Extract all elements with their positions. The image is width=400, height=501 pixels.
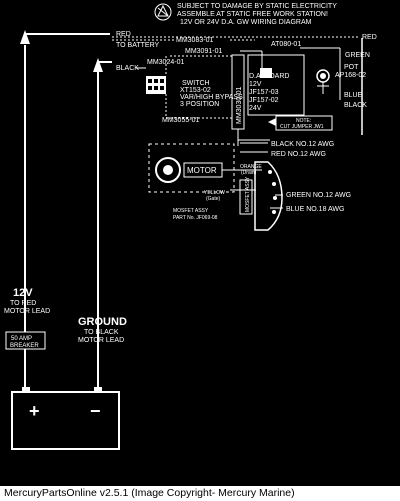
part-at080: AT080-01 bbox=[271, 41, 301, 48]
diagram-title: 12V OR 24V D.A. GW WIRING DIAGRAM bbox=[180, 19, 312, 26]
arrow-12v-up bbox=[20, 30, 30, 44]
label-mosfet-part: PART No. JF069-08 bbox=[173, 215, 218, 221]
battery-negative-icon: − bbox=[90, 401, 101, 421]
label-breaker: BREAKER bbox=[10, 343, 39, 349]
label-black-right: BLACK bbox=[344, 102, 367, 109]
label-mosfet-assy: MOSFET ASSY bbox=[173, 208, 209, 214]
label-12v: 12V bbox=[13, 287, 33, 299]
switch-block bbox=[146, 76, 166, 94]
label-orange-drain: (Drain) bbox=[241, 170, 257, 176]
label-mm3030: MM3030-01 bbox=[236, 87, 243, 124]
label-green-12awg: GREEN NO.12 AWG bbox=[286, 192, 351, 199]
static-warning-icon bbox=[154, 3, 172, 21]
label-pot: POT bbox=[344, 64, 359, 71]
switch-terminals bbox=[148, 79, 164, 90]
label-mosfet-vertical: MOSFET ASSY bbox=[245, 176, 251, 212]
battery-positive-icon: + bbox=[29, 401, 40, 421]
label-to-red: TO RED bbox=[10, 300, 36, 307]
label-black-motor-lead: MOTOR LEAD bbox=[78, 337, 124, 344]
label-da-24v: 24V bbox=[249, 105, 262, 112]
label-to-black: TO BLACK bbox=[84, 329, 119, 336]
label-pot-part: AP168-02 bbox=[335, 72, 366, 79]
label-da-jf157-02: JF157-02 bbox=[249, 97, 279, 104]
label-switch-part: XT153-02 bbox=[180, 87, 211, 94]
label-orange: ORANGE bbox=[240, 164, 262, 170]
breaker-box bbox=[5, 331, 46, 350]
label-switch-position: 3 POSITION bbox=[180, 101, 219, 108]
label-switch: SWITCH bbox=[182, 80, 210, 87]
label-red-right: RED bbox=[362, 34, 377, 41]
motor-harness-loop bbox=[148, 143, 235, 193]
label-motor: MOTOR bbox=[187, 166, 217, 175]
label-da-board: D.A. BOARD bbox=[249, 73, 289, 80]
label-black-12awg: BLACK NO.12 AWG bbox=[271, 141, 334, 148]
wire-ground-black bbox=[97, 61, 112, 392]
label-da-jf157-03: JF157-03 bbox=[249, 89, 279, 96]
label-switch-mode: VAR/HIGH BYPASS bbox=[180, 94, 243, 101]
switch-wiring bbox=[165, 55, 232, 119]
image-caption: MercuryPartsOnline v2.5.1 (Image Copyrig… bbox=[0, 486, 400, 501]
arrow-ground-up bbox=[93, 58, 103, 72]
harness-wires-top bbox=[112, 36, 360, 70]
label-black-left: BLACK bbox=[116, 65, 139, 72]
pot-icon bbox=[316, 69, 330, 94]
label-note-text: CUT JUMPER JW1 bbox=[280, 124, 324, 130]
note-pointer bbox=[268, 118, 276, 126]
label-ground: GROUND bbox=[78, 316, 127, 328]
battery bbox=[11, 387, 120, 450]
label-green-right: GREEN bbox=[345, 52, 370, 59]
part-mm3055: MM3055-01 bbox=[162, 117, 199, 124]
label-blue-right: BLUE bbox=[344, 92, 363, 99]
da-board-connector bbox=[260, 68, 272, 78]
da-board-outline bbox=[247, 54, 305, 116]
warning-line-2: ASSEMBLE AT STATIC FREE WORK STATION! bbox=[177, 11, 328, 18]
mosfet-assembly bbox=[239, 161, 283, 231]
label-red-motor-lead: MOTOR LEAD bbox=[4, 308, 50, 315]
label-to-battery: TO BATTERY bbox=[116, 42, 160, 49]
label-blue-18awg: BLUE NO.18 AWG bbox=[286, 206, 344, 213]
label-yellow: YELLOW bbox=[204, 190, 225, 196]
label-red: RED bbox=[116, 31, 131, 38]
label-red-12awg: RED NO.12 AWG bbox=[271, 151, 326, 158]
warning-line-1: SUBJECT TO DAMAGE BY STATIC ELECTRICITY bbox=[177, 3, 337, 10]
part-mm3091: MM3091-01 bbox=[185, 48, 222, 55]
label-da-12v: 12V bbox=[249, 81, 262, 88]
label-yellow-gate: (Gate) bbox=[206, 196, 221, 202]
part-mm3024: MM3024-01 bbox=[147, 59, 184, 66]
part-mm3083: MM3083-01 bbox=[176, 37, 213, 44]
label-note: NOTE: bbox=[296, 118, 311, 124]
harness-to-mosfet bbox=[237, 129, 270, 146]
wiring-diagram: SUBJECT TO DAMAGE BY STATIC ELECTRICITY … bbox=[4, 3, 377, 450]
label-breaker-amp: 50 AMP bbox=[11, 336, 32, 342]
motor-icon bbox=[155, 157, 181, 183]
